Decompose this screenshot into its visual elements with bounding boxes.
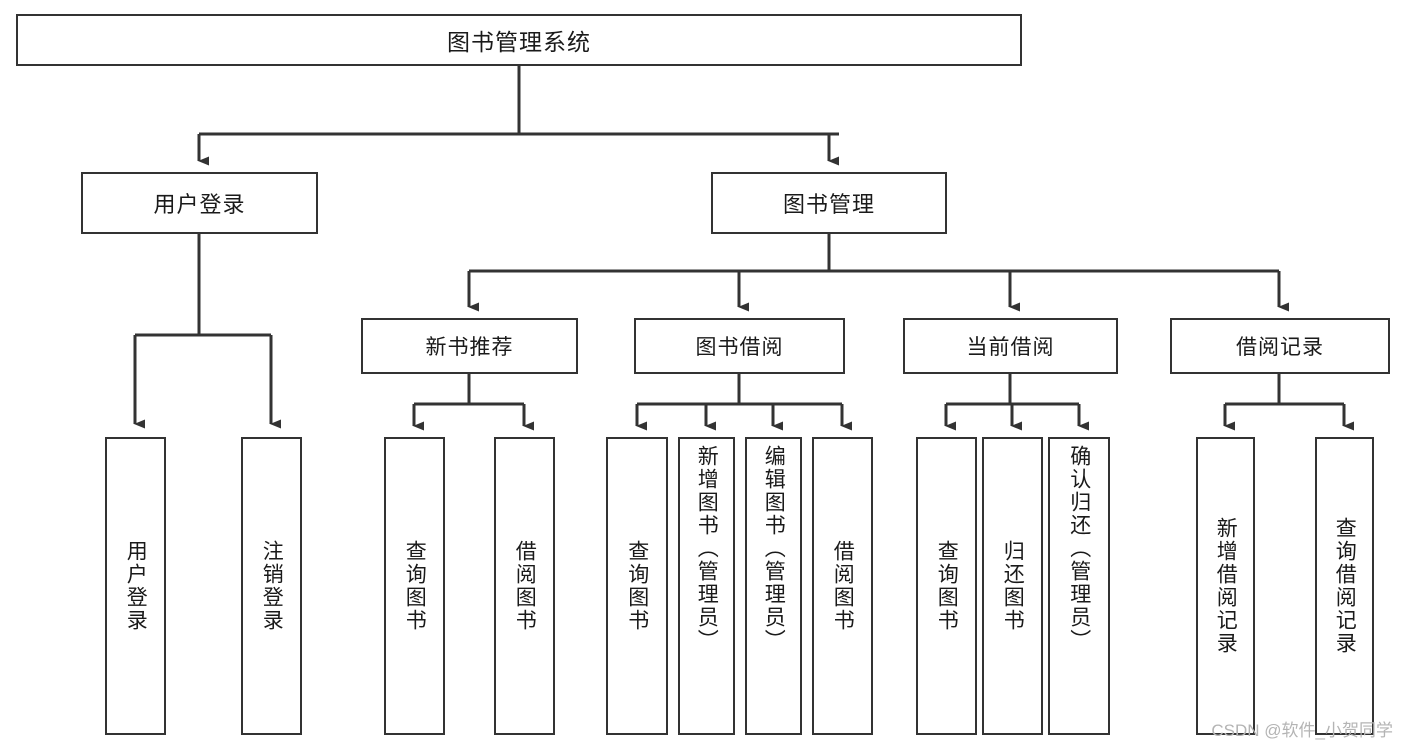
leaf-query-book-borrow[interactable]: 查询图书 [606,437,668,735]
leaf-label: 查询图书 [935,540,959,632]
node-label: 当前借阅 [966,336,1055,359]
node-current-borrow[interactable]: 当前借阅 [903,318,1118,374]
leaf-label: 新增图书（管理员） [695,445,719,652]
leaf-label: 注销登录 [260,540,284,632]
node-label: 图书管理 [782,192,875,217]
leaf-label: 编辑图书（管理员） [762,445,786,652]
leaf-label: 确认归还（管理员） [1067,445,1091,652]
node-borrow-record[interactable]: 借阅记录 [1170,318,1390,374]
leaf-label: 用户登录 [124,540,148,632]
leaf-label: 归还图书 [1001,540,1025,632]
leaf-query-book-current[interactable]: 查询图书 [916,437,977,735]
node-label: 借阅记录 [1236,336,1324,359]
leaf-borrow-book[interactable]: 借阅图书 [812,437,873,735]
node-user-login[interactable]: 用户登录 [81,172,318,234]
node-book-management-system[interactable]: 图书管理系统 [16,14,1022,66]
watermark: CSDN @软件_小贺同学 [1211,721,1393,740]
node-label: 新书推荐 [425,336,514,359]
leaf-label: 查询图书 [625,540,649,632]
leaf-label: 借阅图书 [831,540,855,632]
leaf-label: 查询借阅记录 [1333,517,1357,655]
leaf-label: 借阅图书 [513,540,537,632]
node-label: 图书借阅 [695,336,784,359]
leaf-return-book[interactable]: 归还图书 [982,437,1043,735]
node-book-borrow[interactable]: 图书借阅 [634,318,845,374]
leaf-borrow-book-recommend[interactable]: 借阅图书 [494,437,555,735]
leaf-user-login[interactable]: 用户登录 [105,437,166,735]
leaf-confirm-return[interactable]: 确认归还（管理员） [1048,437,1110,735]
leaf-add-borrow-record[interactable]: 新增借阅记录 [1196,437,1255,735]
node-label: 用户登录 [153,192,246,217]
leaf-label: 新增借阅记录 [1214,517,1238,655]
leaf-label: 查询图书 [403,540,427,632]
leaf-logout-login[interactable]: 注销登录 [241,437,302,735]
node-new-book-recommend[interactable]: 新书推荐 [361,318,578,374]
node-label: 图书管理系统 [447,29,591,55]
leaf-query-borrow-record[interactable]: 查询借阅记录 [1315,437,1374,735]
leaf-edit-book[interactable]: 编辑图书（管理员） [745,437,802,735]
node-book-management[interactable]: 图书管理 [711,172,947,234]
leaf-add-book[interactable]: 新增图书（管理员） [678,437,735,735]
leaf-query-book-recommend[interactable]: 查询图书 [384,437,445,735]
